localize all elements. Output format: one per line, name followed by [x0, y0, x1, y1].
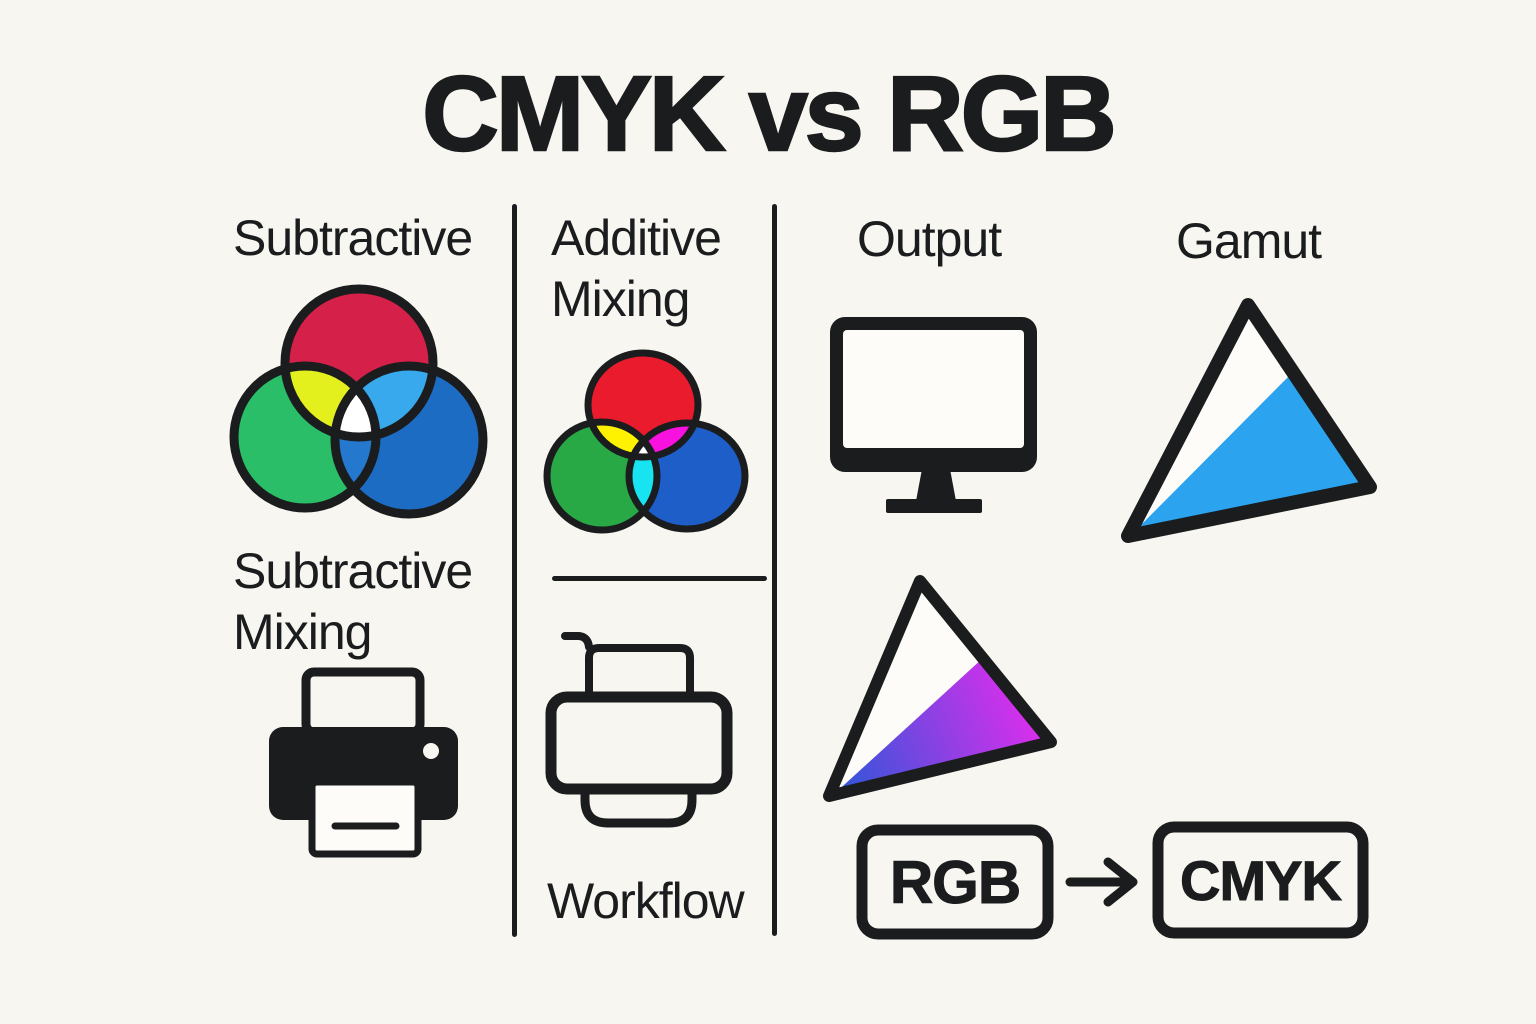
gamut-triangle-outline — [1121, 298, 1377, 543]
venn-overlap-light-blue — [335, 366, 433, 437]
additive-venn-icon — [543, 349, 749, 534]
column-divider-left — [512, 204, 517, 937]
gamut-heading: Gamut — [1176, 213, 1322, 269]
workflow-caption: Workflow — [547, 873, 745, 929]
additive-heading: Additive Mixing — [551, 210, 722, 327]
venn-overlap-yellow — [588, 422, 657, 457]
monitor-screen — [843, 330, 1024, 448]
subtractive-mixing-caption: Subtractive Mixing — [233, 543, 473, 660]
venn-outline — [280, 284, 438, 442]
printer-indicator-light — [423, 743, 439, 759]
printer-paper-tray — [301, 667, 425, 737]
gamut-triangle-outline — [823, 575, 1057, 802]
gamut-fill-wedge — [833, 658, 1049, 795]
cmyk-box — [1152, 821, 1369, 939]
conversion-row — [856, 821, 1369, 940]
column-divider-right — [772, 204, 777, 936]
monitor-stand — [916, 469, 956, 501]
subtractive-venn-icon — [229, 284, 488, 519]
venn-overlap-yellow — [285, 366, 376, 437]
cmyk-gamut-triangle-icon — [823, 575, 1057, 802]
venn-outline — [543, 418, 661, 534]
printer-icon — [269, 667, 458, 858]
rgb-box-label: RGB — [889, 848, 1021, 916]
subtractive-heading: Subtractive — [233, 210, 473, 266]
monitor-base — [886, 499, 982, 513]
arrow-right-icon — [1065, 857, 1138, 907]
additive-column-divider — [552, 576, 767, 581]
printer-paper-corner — [561, 632, 593, 651]
rgb-box — [856, 824, 1054, 940]
page-title: CMYK vs RGB — [421, 55, 1118, 174]
output-heading: Output — [857, 211, 1002, 267]
rgb-gamut-triangle-icon — [1121, 298, 1377, 543]
venn-outline — [584, 349, 702, 461]
printer-body — [545, 691, 733, 795]
printer-output-tray — [580, 789, 697, 828]
printer-paper-tray — [585, 644, 694, 697]
monitor-icon — [830, 317, 1037, 513]
cmyk-box-label: CMYK — [1180, 848, 1343, 912]
venn-overlap-magenta — [629, 423, 698, 457]
printer-outline-icon — [545, 632, 733, 828]
venn-outline — [330, 361, 488, 519]
printer-output-paper — [308, 778, 422, 858]
venn-outline — [625, 419, 749, 533]
